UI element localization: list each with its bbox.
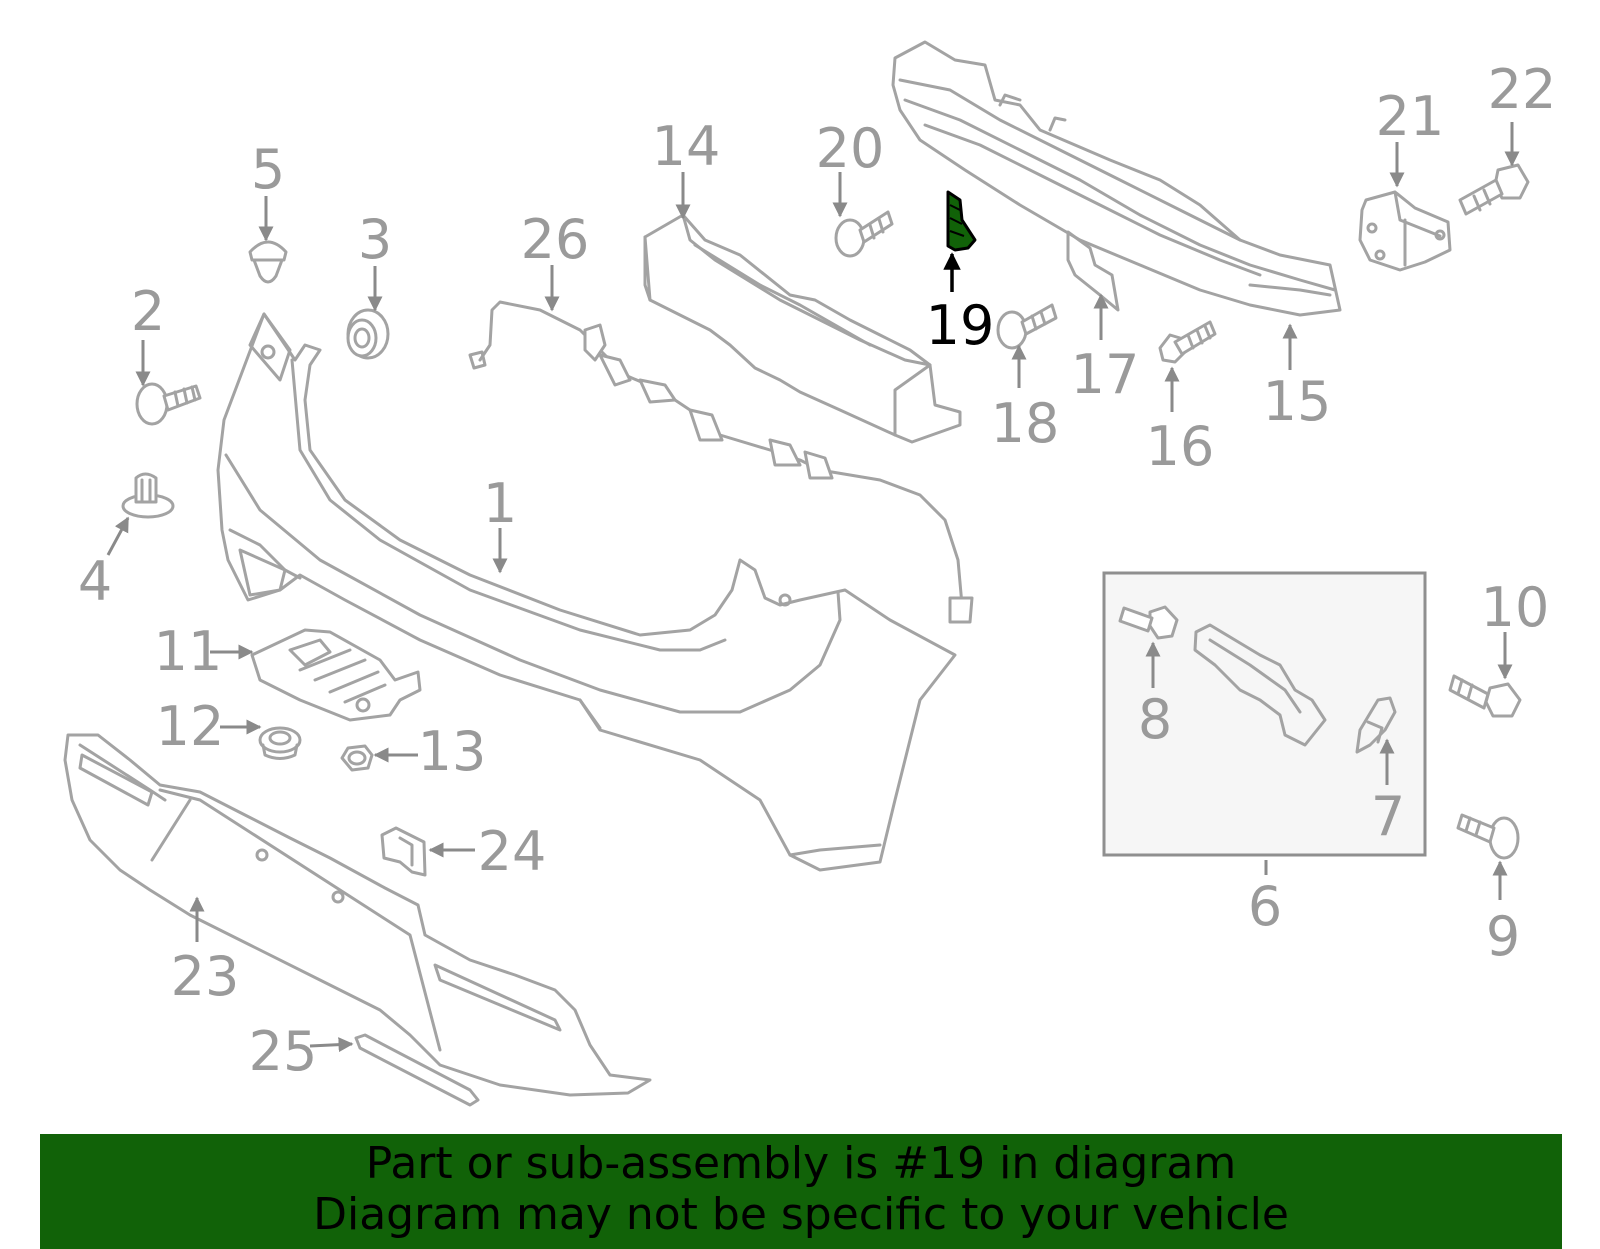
callout-18: 18 [991, 392, 1060, 455]
leader-lines [106, 122, 1520, 1053]
callout-labels: 1 2 3 4 5 6 7 8 9 10 11 12 13 14 15 16 1… [78, 58, 1557, 1083]
inset-box-6 [1102, 571, 1427, 857]
callout-13: 13 [418, 720, 487, 783]
reflector-strip-part [354, 1033, 480, 1107]
nut-13-part [340, 744, 374, 772]
callout-21: 21 [1376, 85, 1445, 148]
callout-20: 20 [816, 117, 885, 180]
grommet-12-part [258, 726, 302, 760]
grommet-3-part [346, 308, 390, 360]
callout-19: 19 [926, 294, 995, 357]
callout-23: 23 [171, 945, 240, 1008]
bumper-cover-part [216, 312, 957, 872]
pad-17-part [1066, 230, 1120, 312]
callout-8: 8 [1138, 688, 1172, 751]
bolt-16-part [1158, 320, 1217, 364]
callout-9: 9 [1486, 905, 1520, 968]
reinforcement-beam-part [891, 40, 1342, 317]
callout-16: 16 [1146, 415, 1215, 478]
banner-line-part: Part or sub-assembly is #19 in diagram [365, 1138, 1237, 1189]
energy-absorber-part [643, 213, 962, 444]
callout-6: 6 [1248, 875, 1282, 938]
callout-22: 22 [1488, 58, 1557, 121]
callout-11: 11 [154, 620, 223, 683]
clip-24-part [380, 826, 427, 877]
callout-26: 26 [521, 208, 590, 271]
screw-18-part [996, 303, 1058, 350]
callout-5: 5 [251, 138, 285, 201]
callout-14: 14 [652, 115, 721, 178]
bracket-19-part [946, 190, 977, 252]
highlight-banner: Part or sub-assembly is #19 in diagram D… [40, 1134, 1562, 1249]
clip-5-part [248, 240, 288, 284]
bolt-22-part [1458, 163, 1530, 216]
callout-15: 15 [1263, 370, 1332, 433]
wiring-harness-part [468, 300, 974, 624]
cover-plate-part [250, 628, 422, 722]
bracket-21-part [1358, 190, 1452, 272]
screw-2-part [135, 382, 202, 426]
callout-24: 24 [478, 820, 547, 883]
callout-3: 3 [358, 208, 392, 271]
screw-20-part [834, 210, 894, 258]
callout-17: 17 [1071, 343, 1140, 406]
callout-7: 7 [1371, 785, 1405, 848]
callout-10: 10 [1481, 576, 1550, 639]
clip-4-part [121, 472, 175, 519]
callout-2: 2 [131, 280, 165, 343]
callout-1: 1 [483, 472, 517, 535]
banner-line-disclaimer: Diagram may not be specific to your vehi… [313, 1189, 1289, 1240]
screw-9-part [1456, 813, 1520, 860]
callout-25: 25 [249, 1020, 318, 1083]
bolt-10-part [1448, 674, 1522, 718]
callout-4: 4 [78, 550, 112, 613]
callout-12: 12 [156, 695, 225, 758]
lower-valance-part [63, 733, 652, 1097]
